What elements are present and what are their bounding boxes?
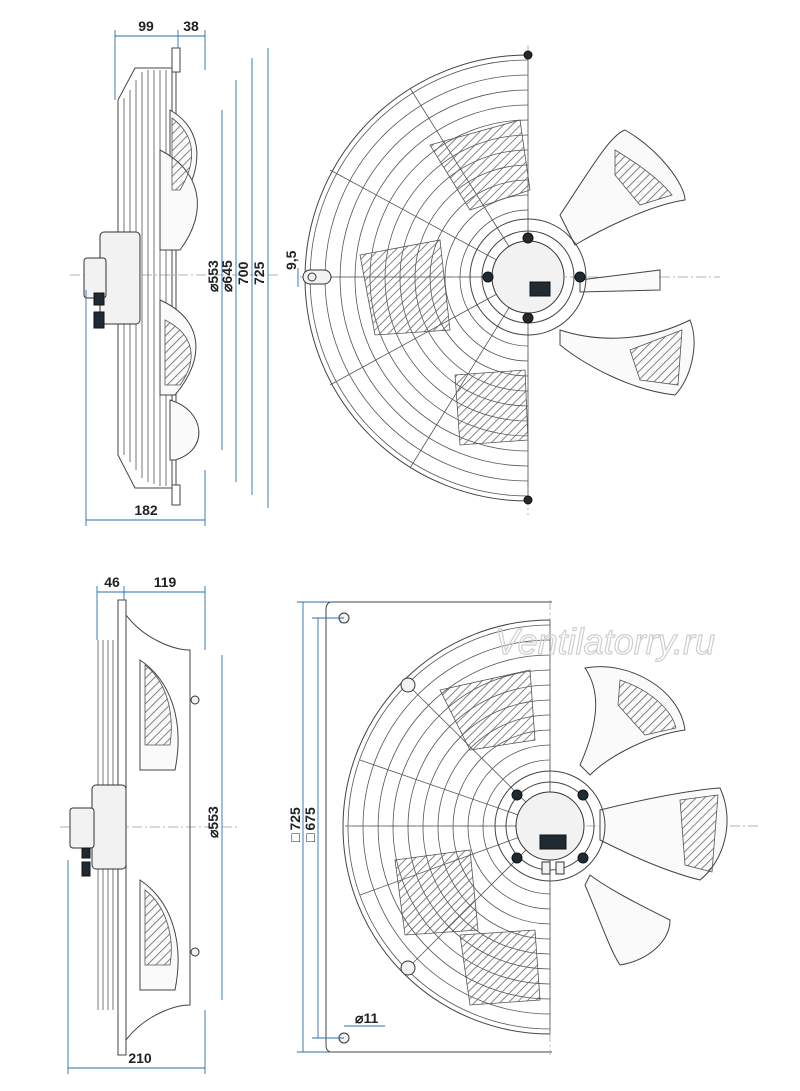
bottom-side-view: 46 119 210 ⌀553: [60, 574, 240, 1074]
dim-top-182: 182: [134, 502, 158, 518]
dim-bottom-dia-553: ⌀553: [205, 806, 221, 838]
dim-bottom-46: 46: [104, 574, 120, 590]
top-side-dimensions: [85, 30, 269, 526]
dim-top-725: 725: [251, 261, 267, 285]
dim-bottom-dia-11: ⌀11: [355, 1010, 378, 1026]
dim-top-9-5: 9,5: [283, 250, 299, 270]
watermark-text: Ventilatorry.ru: [495, 621, 715, 662]
dim-top-38: 38: [183, 18, 199, 34]
top-front-view: 9,5: [283, 45, 720, 515]
dim-top-dia-645: ⌀645: [219, 260, 235, 292]
dim-top-700: 700: [235, 261, 251, 285]
top-side-view: 99 38 182 ⌀553 ⌀645 700 725: [70, 18, 280, 526]
dim-bottom-725: □725: [287, 807, 303, 842]
dim-bottom-675: □675: [302, 807, 318, 842]
dim-top-dia-553: ⌀553: [205, 260, 221, 292]
dim-bottom-119: 119: [154, 574, 177, 590]
bottom-front-view: □725 □675 ⌀11: [287, 600, 760, 1055]
dim-bottom-210: 210: [128, 1050, 152, 1066]
dim-top-99: 99: [138, 18, 154, 34]
